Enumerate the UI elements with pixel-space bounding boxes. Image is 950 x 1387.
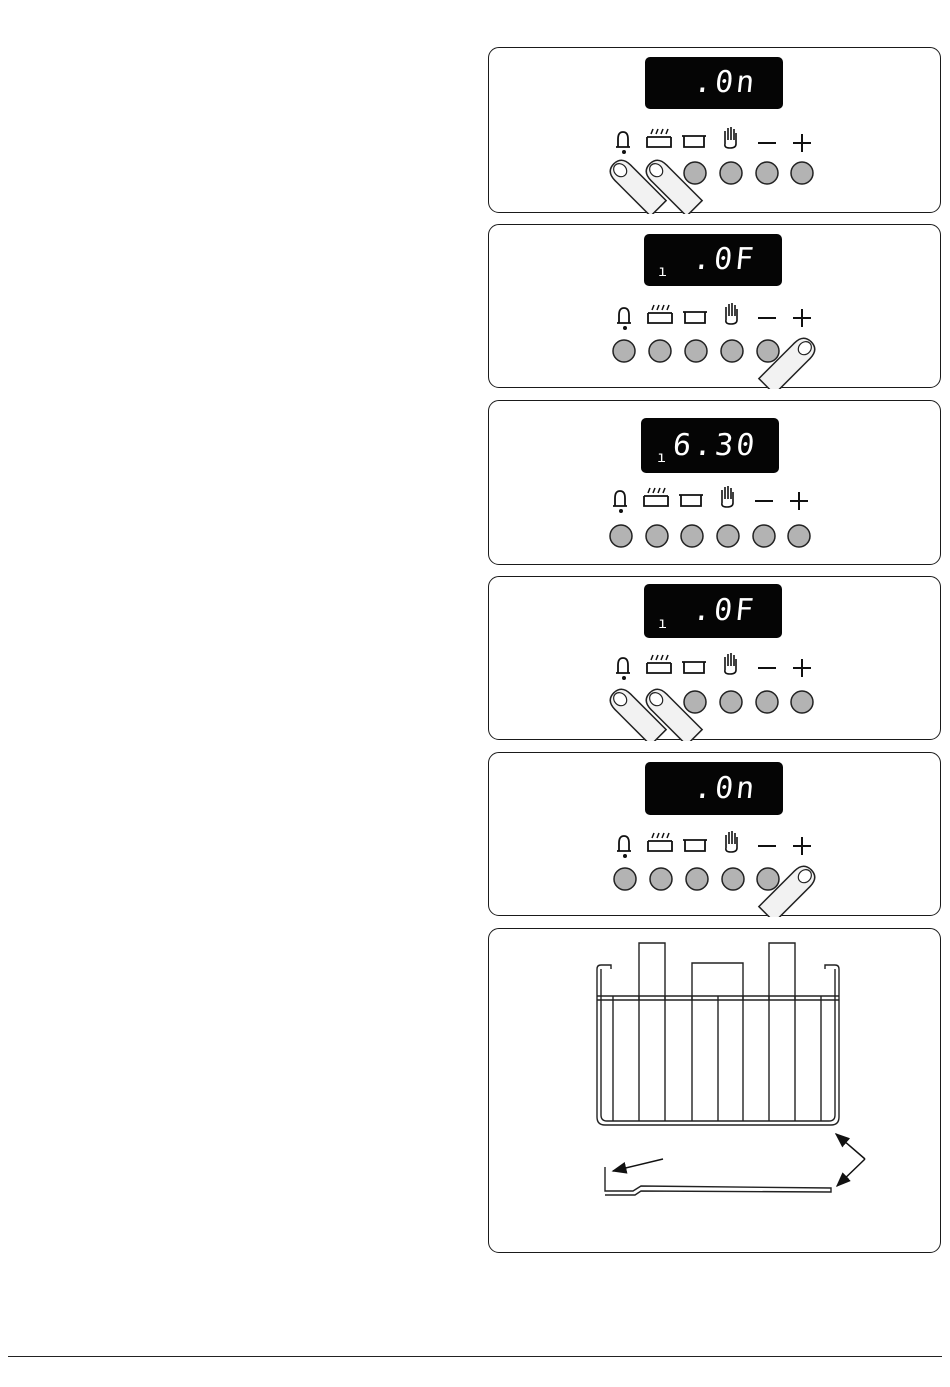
plus-icon xyxy=(793,134,811,152)
oven-dish-icon xyxy=(682,662,706,673)
oven-button[interactable] xyxy=(684,162,706,184)
oven-button[interactable] xyxy=(684,691,706,713)
oven-shelf xyxy=(597,943,839,1195)
footer-rule xyxy=(8,1356,942,1357)
bell-button[interactable] xyxy=(610,525,632,547)
minus-button[interactable] xyxy=(756,691,778,713)
bell-icon xyxy=(613,491,627,513)
oven-dish-icon xyxy=(682,136,706,147)
grill-icon xyxy=(648,833,672,851)
bell-button[interactable] xyxy=(613,340,635,362)
grill-icon xyxy=(648,305,672,323)
arrow-icon xyxy=(836,1134,865,1159)
manual-button[interactable] xyxy=(717,525,739,547)
control-panel-3: ı 6.30 xyxy=(488,400,941,565)
hand-icon xyxy=(722,486,733,507)
plus-icon xyxy=(793,309,811,327)
grill-button[interactable] xyxy=(650,868,672,890)
plus-icon xyxy=(790,492,808,510)
oven-shelf-panel xyxy=(488,928,941,1253)
button-row xyxy=(489,577,942,741)
button-row xyxy=(489,753,942,917)
hand-icon xyxy=(726,831,737,852)
oven-button[interactable] xyxy=(685,340,707,362)
oven-button[interactable] xyxy=(686,868,708,890)
plus-button[interactable] xyxy=(791,162,813,184)
grill-icon xyxy=(647,655,671,673)
plus-button[interactable] xyxy=(791,691,813,713)
bell-icon xyxy=(617,308,631,330)
bell-icon xyxy=(616,132,630,154)
oven-dish-icon xyxy=(683,312,707,323)
oven-dish-icon xyxy=(679,495,703,506)
bell-button[interactable] xyxy=(614,868,636,890)
arrow-icon xyxy=(837,1159,865,1186)
control-panel-1: .0n xyxy=(488,47,941,213)
grill-icon xyxy=(644,488,668,506)
minus-button[interactable] xyxy=(757,340,779,362)
hand-icon xyxy=(726,303,737,324)
plus-icon xyxy=(793,659,811,677)
minus-button[interactable] xyxy=(753,525,775,547)
manual-button[interactable] xyxy=(722,868,744,890)
plus-button[interactable] xyxy=(788,525,810,547)
hand-icon xyxy=(725,127,736,148)
oven-shelf-illustration xyxy=(489,929,942,1254)
control-panel-4: ı .0F xyxy=(488,576,941,740)
grill-button[interactable] xyxy=(646,525,668,547)
minus-button[interactable] xyxy=(756,162,778,184)
button-row xyxy=(489,48,942,214)
hand-icon xyxy=(725,653,736,674)
manual-button[interactable] xyxy=(720,691,742,713)
control-panel-5: .0n xyxy=(488,752,941,916)
manual-button[interactable] xyxy=(720,162,742,184)
button-row xyxy=(489,401,942,566)
manual-button[interactable] xyxy=(721,340,743,362)
arrow-icon xyxy=(613,1159,663,1171)
plus-icon xyxy=(793,837,811,855)
bell-icon xyxy=(617,836,631,858)
grill-icon xyxy=(647,129,671,147)
minus-button[interactable] xyxy=(757,868,779,890)
grill-button[interactable] xyxy=(649,340,671,362)
oven-dish-icon xyxy=(683,840,707,851)
button-row xyxy=(489,225,942,389)
control-panel-2: ı .0F xyxy=(488,224,941,388)
bell-icon xyxy=(616,658,630,680)
oven-button[interactable] xyxy=(681,525,703,547)
